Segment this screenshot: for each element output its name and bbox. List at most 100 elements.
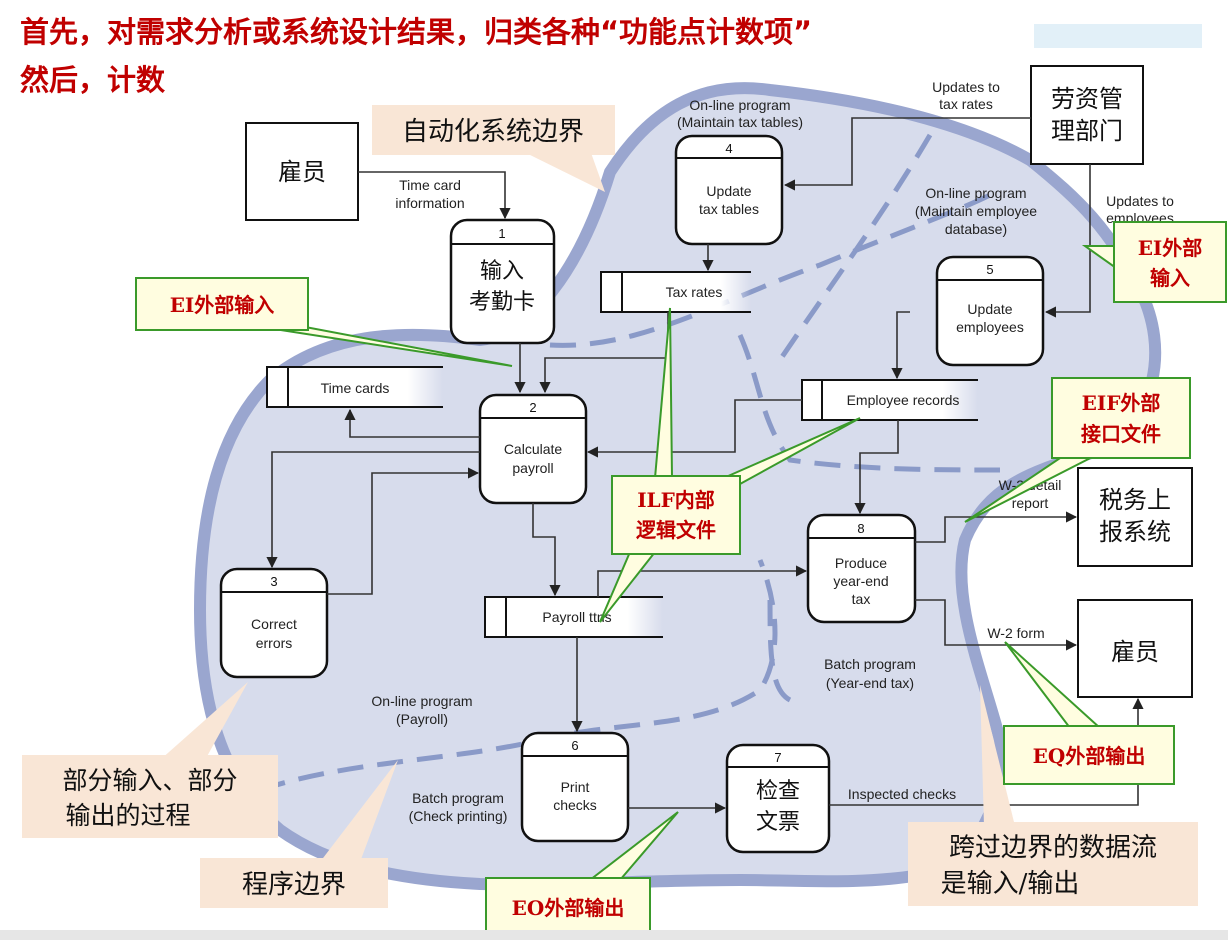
svg-text:2: 2 <box>529 400 536 415</box>
svg-text:checks: checks <box>553 797 597 813</box>
svg-text:(Year-end tax): (Year-end tax) <box>826 675 914 691</box>
svg-text:逻辑文件: 逻辑文件 <box>636 518 716 542</box>
svg-text:Inspected checks: Inspected checks <box>848 786 956 802</box>
svg-text:接口文件: 接口文件 <box>1081 422 1161 446</box>
process-2: 2 Calculate payroll <box>478 393 588 505</box>
svg-text:Produce: Produce <box>835 555 887 571</box>
svg-text:是输入/输出: 是输入/输出 <box>941 869 1080 899</box>
process-3: 3 Correct errors <box>219 567 329 679</box>
svg-text:文票: 文票 <box>756 810 800 835</box>
svg-text:8: 8 <box>857 521 864 536</box>
note-crossing-flows: 跨过边界的数据流 是输入/输出 <box>908 685 1198 906</box>
svg-text:Calculate: Calculate <box>504 441 563 457</box>
svg-text:雇员: 雇员 <box>278 158 326 186</box>
callout-ei-right: EI外部 输入 <box>1081 221 1227 303</box>
callout-ilf: ILF内部 逻辑文件 <box>599 307 861 623</box>
header-line-2: 然后，计数 <box>20 63 166 97</box>
svg-text:Updates to: Updates to <box>932 79 1000 95</box>
svg-text:输入: 输入 <box>1150 266 1190 290</box>
svg-text:(Maintain tax tables): (Maintain tax tables) <box>677 114 803 130</box>
note-partial-io: 部分输入、部分 输出的过程 <box>22 682 278 838</box>
svg-text:tax tables: tax tables <box>699 201 759 217</box>
process-8: 8 Produce year-end tax <box>806 513 917 624</box>
header-line-1: 首先，对需求分析或系统设计结果，归类各种“功能点计数项” <box>20 15 813 49</box>
svg-text:Batch program: Batch program <box>824 656 916 672</box>
svg-text:report: report <box>1012 495 1049 511</box>
header-strip <box>1034 24 1202 48</box>
callout-eif: EIF外部 接口文件 <box>964 377 1191 523</box>
svg-text:(Maintain employee: (Maintain employee <box>915 203 1037 219</box>
svg-text:On-line program: On-line program <box>689 97 790 113</box>
svg-text:information: information <box>395 195 464 211</box>
svg-text:考勤卡: 考勤卡 <box>469 290 535 315</box>
svg-text:检查: 检查 <box>756 779 800 804</box>
svg-text:EI外部输入: EI外部输入 <box>170 293 275 317</box>
process-4: 4 Update tax tables <box>674 134 784 246</box>
svg-text:6: 6 <box>571 738 578 753</box>
svg-text:Update: Update <box>706 183 751 199</box>
process-6: 6 Print checks <box>520 731 630 843</box>
svg-text:Tax rates: Tax rates <box>666 284 723 300</box>
svg-text:EI外部: EI外部 <box>1138 236 1203 260</box>
note-program-boundary: 程序边界 <box>200 760 398 908</box>
svg-text:程序边界: 程序边界 <box>242 870 346 900</box>
svg-text:跨过边界的数据流: 跨过边界的数据流 <box>949 833 1157 863</box>
svg-text:(Check printing): (Check printing) <box>409 808 508 824</box>
program-boundaries <box>259 133 1001 793</box>
store-employee-records: Employee records <box>801 379 978 421</box>
svg-text:On-line program: On-line program <box>925 185 1026 201</box>
svg-text:Correct: Correct <box>251 616 297 632</box>
process-1: 1 输入 考勤卡 <box>449 218 556 345</box>
svg-text:Print: Print <box>561 779 590 795</box>
svg-text:payroll: payroll <box>512 460 553 476</box>
svg-text:employees: employees <box>956 319 1024 335</box>
svg-text:1: 1 <box>498 226 505 241</box>
svg-text:EIF外部: EIF外部 <box>1082 391 1161 415</box>
entity-tax-reporting-system: 税务上 报系统 <box>1077 467 1193 567</box>
svg-text:Update: Update <box>967 301 1012 317</box>
svg-text:3: 3 <box>270 574 277 589</box>
store-payroll-ttns: Payroll ttns <box>484 596 663 638</box>
store-tax-rates: Tax rates <box>600 271 751 313</box>
svg-text:ILF内部: ILF内部 <box>637 488 715 512</box>
svg-text:EQ外部输出: EQ外部输出 <box>1033 744 1146 768</box>
svg-text:4: 4 <box>725 141 732 156</box>
process-7: 7 检查 文票 <box>725 743 831 854</box>
svg-text:输入: 输入 <box>480 259 524 284</box>
svg-text:(Payroll): (Payroll) <box>396 711 448 727</box>
svg-text:输出的过程: 输出的过程 <box>65 801 190 830</box>
svg-text:7: 7 <box>774 750 781 765</box>
note-automation-boundary: 自动化系统边界 <box>372 105 615 192</box>
svg-text:Batch program: Batch program <box>412 790 504 806</box>
program-labels: On-line program (Maintain tax tables) On… <box>371 97 1037 824</box>
svg-text:tax rates: tax rates <box>939 96 993 112</box>
svg-text:劳资管: 劳资管 <box>1051 85 1123 113</box>
svg-text:Updates to: Updates to <box>1106 193 1174 209</box>
svg-text:EO外部输出: EO外部输出 <box>512 896 625 920</box>
store-time-cards: Time cards <box>266 366 443 408</box>
svg-text:W-2 form: W-2 form <box>987 625 1044 641</box>
svg-text:理部门: 理部门 <box>1051 117 1123 145</box>
svg-text:5: 5 <box>986 262 993 277</box>
svg-text:On-line program: On-line program <box>371 693 472 709</box>
svg-text:tax: tax <box>852 591 871 607</box>
svg-text:自动化系统边界: 自动化系统边界 <box>402 117 584 147</box>
entity-employee-right: 雇员 <box>1077 599 1193 698</box>
svg-text:year-end: year-end <box>833 573 888 589</box>
callout-ei-left: EI外部输入 <box>135 277 513 367</box>
svg-text:税务上: 税务上 <box>1099 486 1171 514</box>
callout-eq: EQ外部输出 <box>1003 641 1175 785</box>
svg-text:errors: errors <box>256 635 293 651</box>
callout-eo: EO外部输出 <box>485 811 679 939</box>
svg-text:Time cards: Time cards <box>321 380 390 396</box>
entity-employee-top: 雇员 <box>245 122 359 221</box>
svg-text:报系统: 报系统 <box>1099 518 1171 546</box>
svg-text:雇员: 雇员 <box>1111 638 1159 666</box>
svg-text:database): database) <box>945 221 1007 237</box>
entity-hr-department: 劳资管 理部门 <box>1030 65 1144 165</box>
svg-text:Employee records: Employee records <box>847 392 960 408</box>
svg-text:Time card: Time card <box>399 177 461 193</box>
svg-text:Payroll ttns: Payroll ttns <box>542 609 611 625</box>
